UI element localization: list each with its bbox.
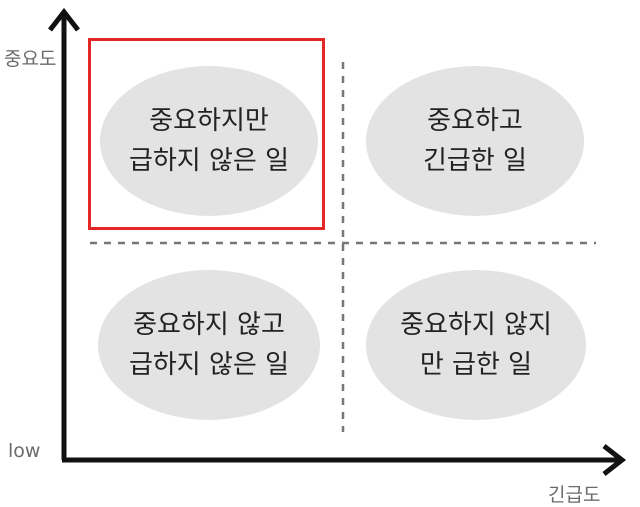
y-axis-label: 중요도 (4, 48, 57, 70)
x-axis-label: 긴급도 (548, 484, 601, 506)
quadrant-important-urgent: 중요하고 긴급한 일 (366, 66, 584, 216)
quadrant-text: 중요하지 않고 급하지 않은 일 (128, 310, 290, 380)
quadrant-ellipse (98, 270, 320, 420)
quadrant-ellipse (100, 66, 318, 216)
quadrant-not-important-not-urgent: 중요하지 않고 급하지 않은 일 (98, 270, 320, 420)
x-axis-arrow-icon (602, 444, 627, 476)
quadrant-not-important-urgent: 중요하지 않지 만 급한 일 (366, 270, 586, 420)
highlight-box (88, 38, 325, 230)
quadrant-text: 중요하지만 급하지 않은 일 (128, 106, 290, 176)
quadrant-text: 중요하고 긴급한 일 (423, 106, 527, 176)
quadrant-ellipse (366, 270, 586, 420)
quadrant-ellipse (366, 66, 584, 216)
y-axis-arrow-icon (48, 7, 80, 32)
origin-low-label: low (8, 440, 41, 462)
quadrant-important-not-urgent: 중요하지만 급하지 않은 일 (100, 66, 318, 216)
quadrant-text: 중요하지 않지 만 급한 일 (400, 310, 552, 380)
